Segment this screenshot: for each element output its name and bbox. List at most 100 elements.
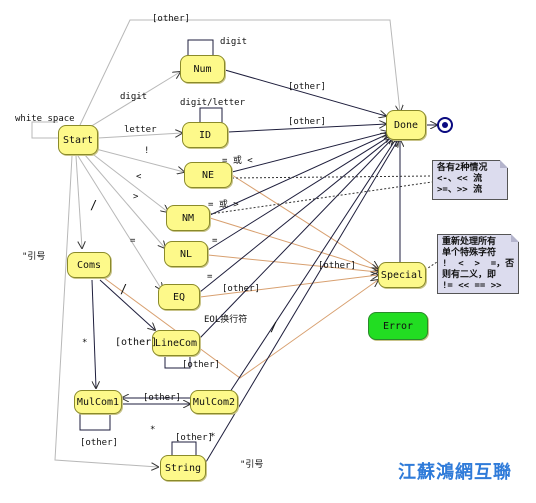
edge-mulcom2-done	[225, 139, 396, 399]
label-eq-or-gt: = 或 >	[208, 200, 239, 210]
edge-start-coms	[75, 155, 82, 248]
label-digit-letter: digit/letter	[180, 98, 246, 108]
state-nl[interactable]: NL	[164, 241, 208, 267]
final-state-icon	[437, 117, 453, 133]
label-eol: EOL换行符	[204, 315, 248, 325]
state-mulcom2[interactable]: MulCom2	[190, 390, 238, 414]
label-other-special: [other]	[318, 261, 356, 271]
edge-nm-special	[209, 217, 378, 270]
note-two-cases: 各有2种情况 <-、<< 流 >=、>> 流	[432, 160, 508, 200]
edge-string-done	[205, 140, 398, 463]
state-ne[interactable]: NE	[184, 162, 232, 188]
watermark-logo: 江蘇鴻網互聯	[398, 462, 512, 483]
edges-dark	[79, 39, 437, 463]
label-eq-nl: =	[212, 236, 218, 246]
label-num-other: [other]	[288, 82, 326, 92]
state-mulcom2-label: MulCom2	[192, 396, 236, 408]
state-id[interactable]: ID	[182, 122, 228, 148]
label-eq-a: =	[130, 236, 136, 246]
edge-coms-mulcom1	[91, 279, 96, 388]
loop-id	[199, 107, 223, 124]
edge-nm-done	[209, 134, 388, 216]
edge-id-done	[227, 124, 386, 133]
edge-coms-linecom	[99, 279, 155, 330]
state-linecom[interactable]: LineCom	[152, 330, 200, 356]
edge-start-string	[54, 155, 158, 467]
state-done[interactable]: Done	[386, 110, 426, 140]
label-id-other: [other]	[288, 117, 326, 127]
state-coms-label: Coms	[76, 259, 102, 271]
state-string-label: String	[164, 462, 202, 474]
state-num-label: Num	[193, 63, 212, 75]
note2-link	[424, 261, 438, 271]
state-ne-label: NE	[201, 169, 215, 181]
state-special-label: Special	[380, 269, 424, 281]
label-quote-string: "引号	[240, 460, 264, 470]
label-star-mul: *	[150, 425, 156, 435]
state-eq[interactable]: EQ	[158, 284, 200, 310]
label-quote-start: "引号	[22, 252, 46, 262]
edge-ne-special	[231, 174, 378, 268]
edge-start-id	[97, 133, 182, 139]
state-id-label: ID	[198, 129, 212, 141]
label-string-other: [other]	[175, 433, 213, 443]
state-mulcom1[interactable]: MulCom1	[74, 390, 122, 414]
state-error[interactable]: Error	[368, 312, 428, 340]
loop-mulcom1	[79, 414, 111, 431]
note1-link-ne	[231, 175, 433, 179]
edge-start-num	[84, 72, 180, 131]
edges-tan	[99, 174, 378, 379]
label-other-coms: [other]	[115, 337, 158, 348]
edge-start-ne	[91, 147, 184, 172]
loop-linecom	[164, 355, 191, 369]
edge-coms-special	[99, 274, 378, 379]
loop-num	[187, 39, 214, 58]
state-error-label: Error	[382, 320, 414, 332]
edge-nl-done	[207, 136, 390, 251]
loop-string	[171, 441, 197, 455]
state-linecom-label: LineCom	[154, 337, 198, 349]
label-eq-other: [other]	[222, 284, 260, 294]
edge-start-nm	[89, 151, 168, 212]
label-eq-b: =	[207, 272, 213, 282]
edge-start-nl	[84, 154, 165, 248]
state-nl-label: NL	[179, 248, 193, 260]
label-mul1-other: [other]	[80, 438, 118, 448]
edge-eq-special	[199, 275, 378, 298]
label-star-string: *	[210, 432, 216, 442]
label-white-space: white space	[15, 114, 75, 124]
edges-gray	[31, 19, 400, 467]
label-digit-loop: digit	[220, 37, 248, 47]
label-digit: digit	[120, 92, 148, 102]
label-slash-coms: /	[90, 198, 98, 212]
edge-start-done-other	[79, 19, 400, 126]
state-start[interactable]: Start	[58, 125, 98, 155]
label-gt: >	[133, 192, 139, 202]
label-letter: letter	[124, 125, 157, 135]
label-linecom-other: [other]	[182, 360, 220, 370]
note-two-cases-fold	[500, 160, 508, 168]
loop-start	[31, 121, 60, 139]
label-other-top: [other]	[152, 14, 190, 24]
edge-num-done	[224, 69, 386, 116]
label-eq-or-lt: = 或 <	[222, 156, 253, 166]
label-mul-other-top: [other]	[143, 393, 181, 403]
note1-link-nm	[209, 181, 433, 215]
state-start-label: Start	[62, 134, 94, 146]
label-slash-mid: /	[270, 320, 278, 334]
state-string[interactable]: String	[160, 455, 206, 481]
label-lt: <	[136, 172, 142, 182]
edge-ne-done	[231, 132, 388, 173]
edge-nl-special	[207, 254, 378, 272]
state-nm[interactable]: NM	[166, 205, 210, 231]
state-coms[interactable]: Coms	[67, 252, 111, 278]
label-star-coms: *	[82, 338, 88, 348]
state-nm-label: NM	[181, 212, 195, 224]
state-special[interactable]: Special	[378, 262, 426, 288]
state-mulcom1-label: MulCom1	[76, 396, 120, 408]
edge-linecom-done	[199, 138, 393, 339]
state-num[interactable]: Num	[180, 55, 225, 83]
label-slash-linecom: /	[120, 282, 128, 296]
edge-start-eq	[77, 155, 162, 290]
